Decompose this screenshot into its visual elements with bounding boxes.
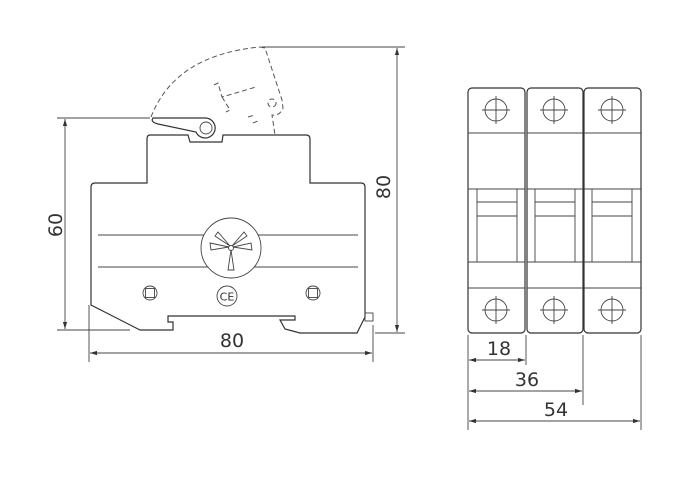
dim-label-80-vertical: 80 [373,175,395,199]
toggle-lever [151,117,216,139]
breaker-body-outline [90,134,366,334]
terminal-screw-icon [482,96,510,124]
rotary-symbol-icon [200,217,262,279]
terminal-screw-icon [598,96,626,124]
ce-mark-icon: CE [216,285,238,307]
pole-1 [467,87,526,334]
screw-right-icon [305,285,321,301]
terminal-screw-icon [598,296,626,324]
terminal-screw-icon [482,296,510,324]
dim-label-54: 54 [544,399,568,421]
side-view: CE 60 80 80 [45,46,405,362]
dim-label-36: 36 [515,369,539,391]
screw-left-icon [142,285,158,301]
pole-2 [526,87,584,334]
front-view: 18 36 54 [467,87,642,430]
dim-label-60: 60 [45,213,67,237]
dimension-width-80: 80 [88,305,374,362]
terminal-screw-icon [540,96,568,124]
dimension-height-80: 80 [262,46,405,334]
terminal-screw-icon [540,296,568,324]
dimension-height-60: 60 [45,117,150,331]
ce-mark-text: CE [220,291,235,304]
toggle-lever-alt-position [150,46,284,136]
dim-label-80-horizontal: 80 [220,330,244,352]
din-clip-tab [364,312,374,322]
dim-label-18: 18 [487,338,511,360]
pole-3 [583,87,642,334]
front-dimensions: 18 36 54 [467,335,642,430]
